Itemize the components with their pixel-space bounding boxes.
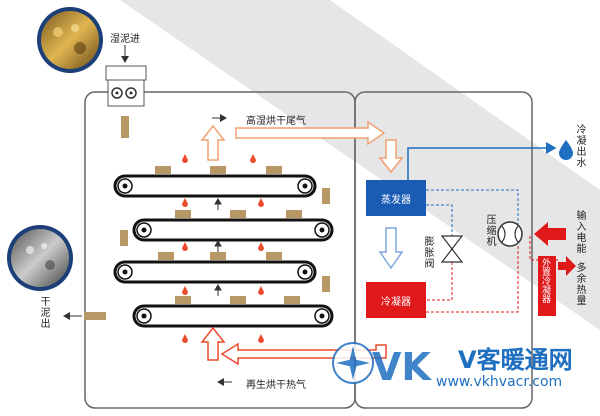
compressor-icon [497, 221, 523, 247]
conveyor-belt-4 [132, 304, 334, 328]
background-band [120, 0, 600, 330]
expansion-valve-label: 膨胀阀 [422, 236, 433, 269]
dry-sludge-out-label: 干泥出 [38, 296, 49, 329]
air-to-condenser-arrow [378, 227, 404, 270]
excess-heat-label: 多余热量 [574, 262, 585, 306]
compressor-label: 压缩机 [484, 214, 495, 247]
updraft-arrows [214, 198, 222, 296]
wet-sludge-image [37, 7, 103, 73]
exhaust-air-arrow [200, 120, 404, 174]
evaporator-label: 蒸发器 [381, 194, 411, 206]
condensate-out-label: 冷凝出水 [574, 124, 585, 168]
exhaust-air-label: 高湿烘干尾气 [246, 116, 306, 127]
conveyor-belt-1 [113, 174, 317, 198]
electric-input-arrow [534, 222, 566, 246]
falling-sludge [121, 116, 129, 138]
recycled-hot-air-label: 再生烘干热气 [246, 380, 306, 391]
external-condenser-label: 外置冷凝器 [540, 258, 550, 303]
condenser-box [366, 282, 426, 318]
heat-pump-frame [354, 91, 533, 409]
condenser-label: 冷凝器 [381, 296, 411, 308]
conveyor-belt-2 [132, 218, 334, 242]
conveyor-belt-3 [113, 260, 317, 284]
condensate-line [407, 142, 557, 180]
watermark-logo-letters: VK [372, 345, 432, 389]
watermark-url: www.vkhvacr.com [436, 374, 563, 390]
feeder-hopper [105, 65, 147, 107]
watermark-logo: VK [332, 342, 432, 389]
watermark-brand: V客暖通网 [458, 346, 573, 374]
electric-input-label: 输入电能 [574, 210, 585, 254]
excess-heat-arrow [558, 256, 576, 276]
water-drop-icon [559, 140, 573, 160]
sludge-blocks [84, 166, 330, 320]
evaporator-box [366, 180, 426, 216]
dry-sludge-image [7, 225, 73, 291]
heat-drops [182, 154, 264, 343]
expansion-valve-icon [440, 235, 464, 263]
external-condenser-box [538, 256, 556, 316]
wet-sludge-in-label: 湿泥进 [110, 34, 140, 45]
recycled-air-arrow [200, 326, 387, 366]
